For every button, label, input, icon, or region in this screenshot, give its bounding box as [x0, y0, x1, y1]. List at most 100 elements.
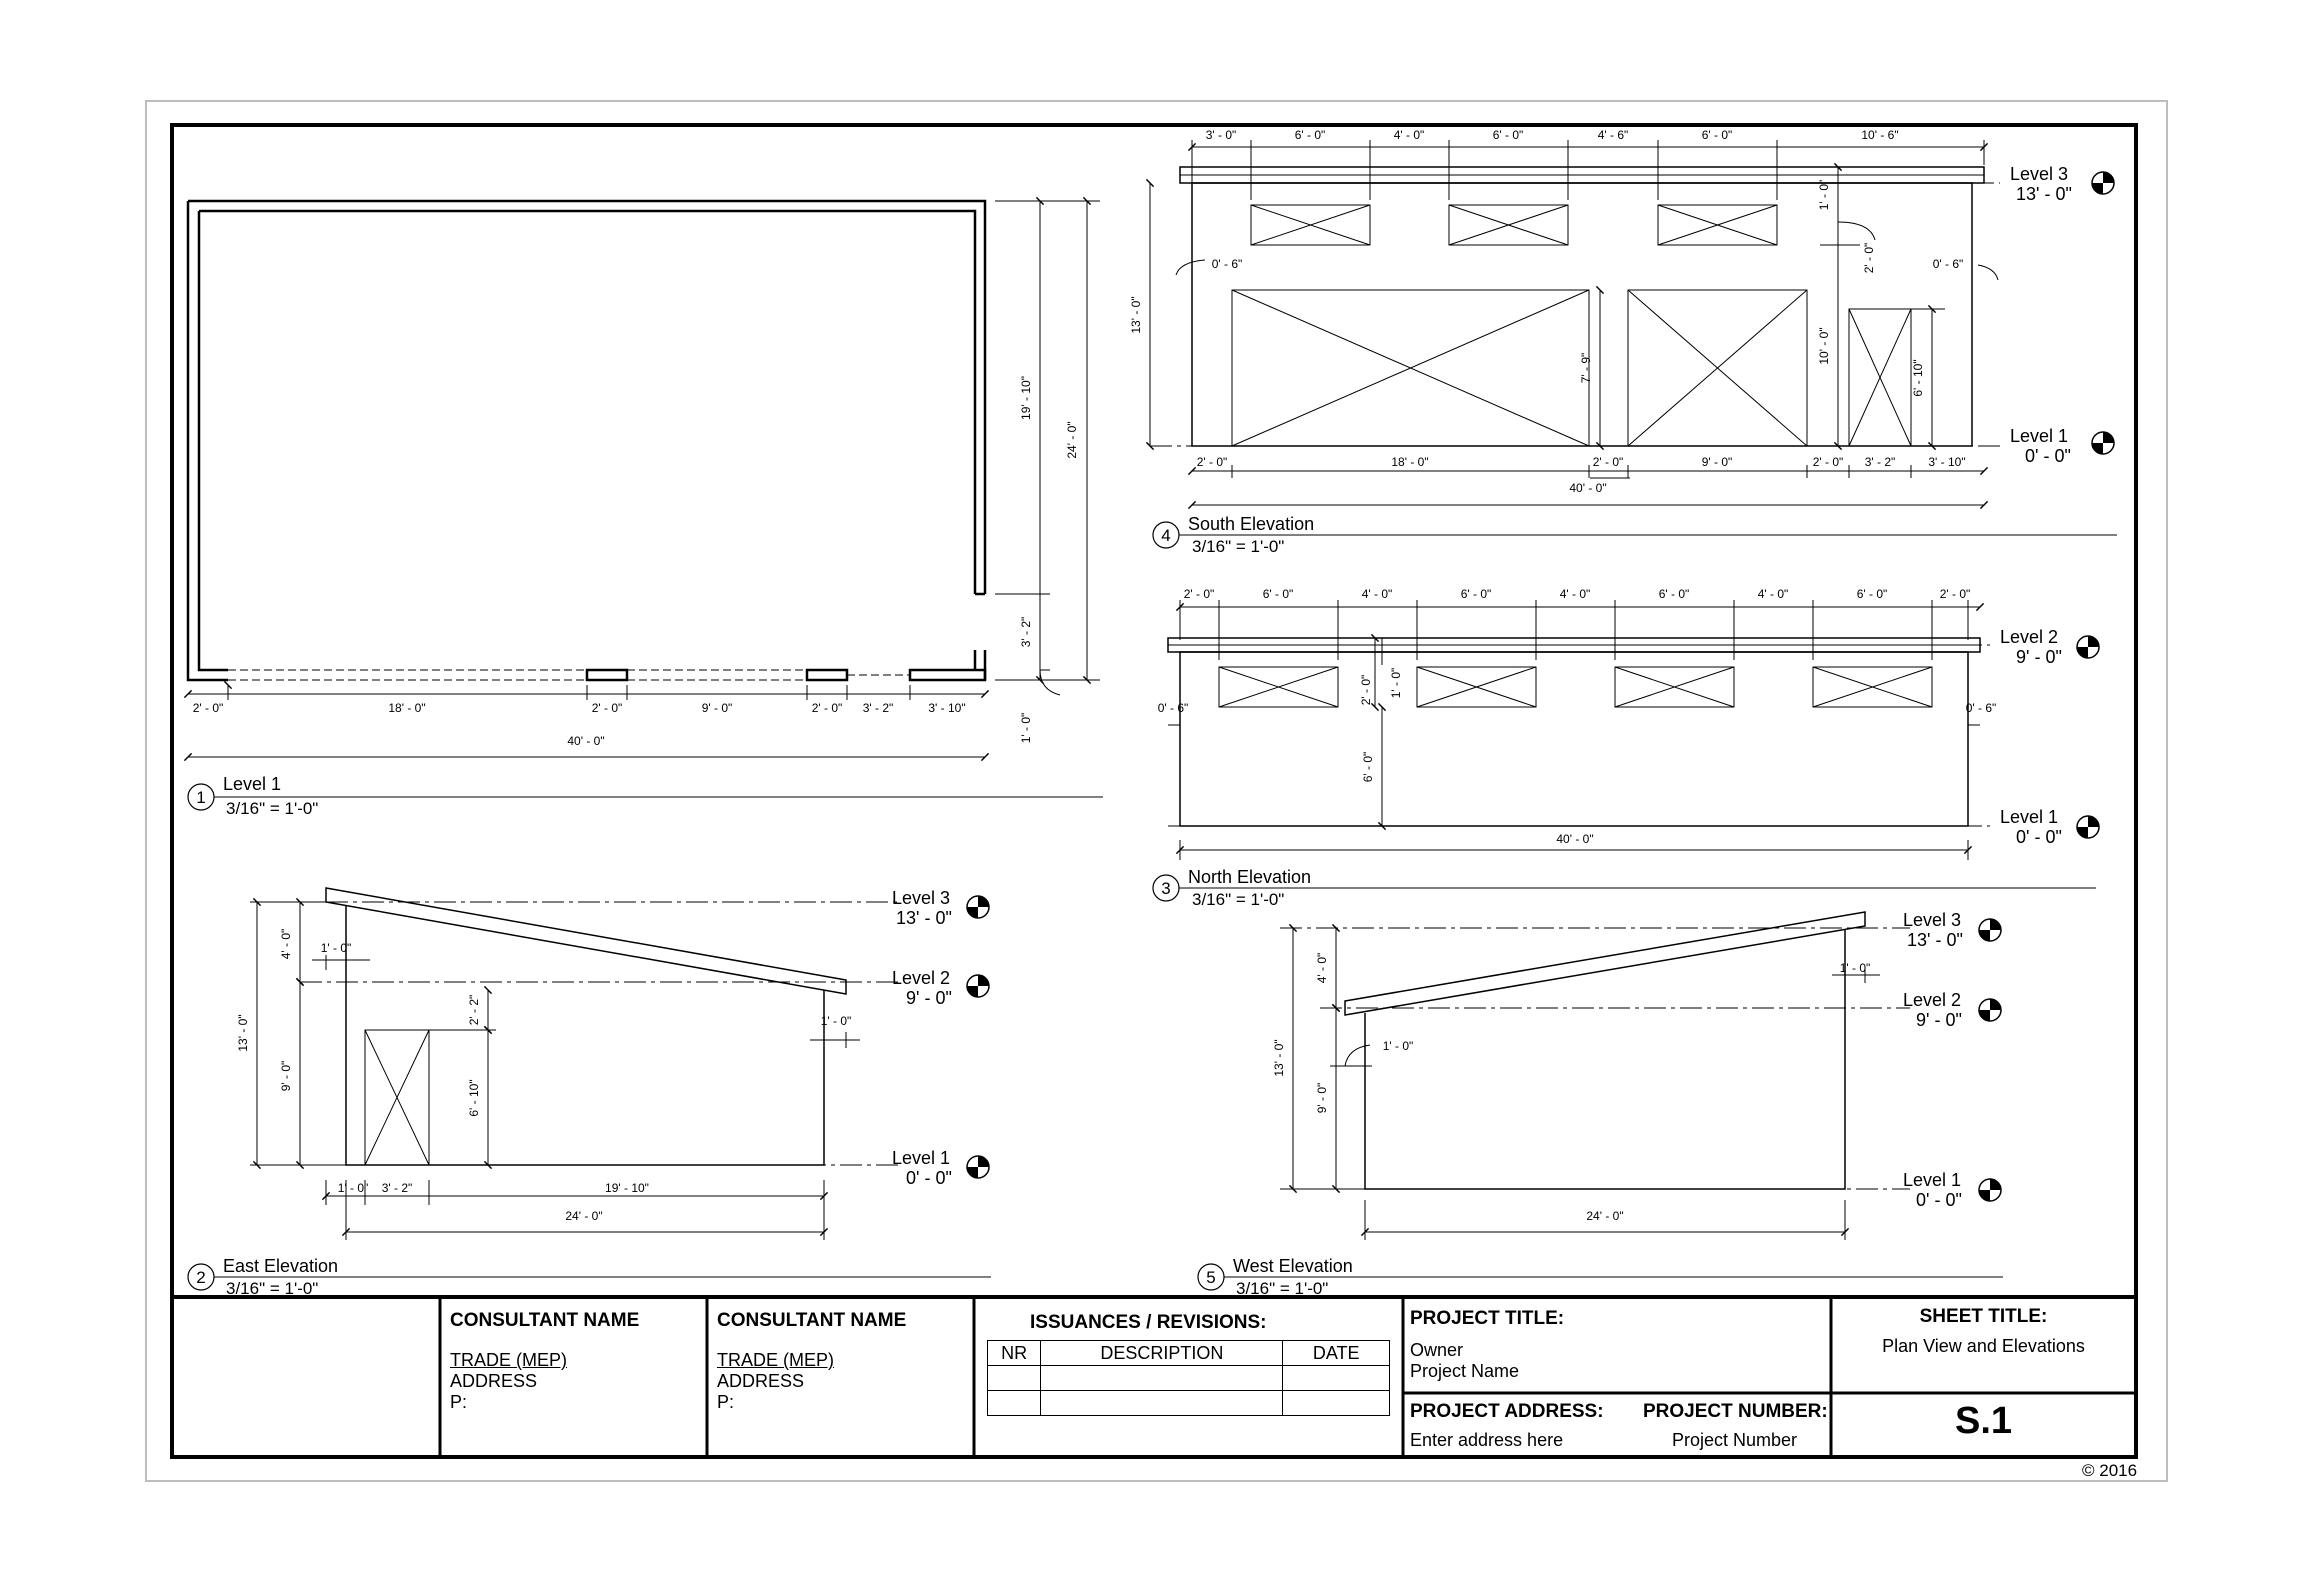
south-dim-top-1: 6' - 0"	[1295, 128, 1326, 142]
south-level-3-target	[2091, 171, 2115, 195]
south-dim-bottom-6: 3' - 10"	[1928, 455, 1965, 469]
west-view-title: 5 West Elevation 3/16" = 1'-0"	[1197, 1256, 2003, 1298]
east-level-2-elev: 9' - 0"	[906, 988, 952, 1008]
plan-view-name: Level 1	[223, 774, 281, 794]
west-dim-roof-left: 1' - 0"	[1383, 1039, 1414, 1053]
south-dim-overall-h: 13' - 0"	[1129, 296, 1143, 333]
consultant-1-name: CONSULTANT NAME	[450, 1310, 640, 1331]
north-dim-text: 2' - 0" 6' - 0" 4' - 0" 6' - 0" 4' - 0" …	[1158, 587, 1997, 846]
plan-view-title: 1 Level 1 3/16" = 1'-0"	[187, 774, 1103, 818]
plan-dim-overall: 40' - 0"	[567, 734, 604, 748]
plan-view	[186, 199, 987, 682]
east-dim-overall-w: 24' - 0"	[565, 1209, 602, 1223]
revisions-row	[986, 1390, 1390, 1416]
south-level-3-elev: 13' - 0"	[2016, 184, 2072, 204]
north-level-1-target	[2076, 815, 2100, 839]
plan-dim-bottom-1: 18' - 0"	[388, 701, 425, 715]
south-level-1-name: Level 1	[2010, 426, 2068, 446]
drawing-border	[170, 123, 2138, 1459]
north-dim-top-6: 4' - 0"	[1758, 587, 1789, 601]
east-dim-roof-right: 1' - 0"	[821, 1014, 852, 1028]
south-dim-top-3: 6' - 0"	[1493, 128, 1524, 142]
project-number-label: PROJECT NUMBER:	[1643, 1401, 1828, 1422]
east-view-name: East Elevation	[223, 1256, 338, 1276]
north-dim-right-offset: 0' - 6"	[1966, 701, 1997, 715]
west-dim-roof-right: 1' - 0"	[1840, 961, 1871, 975]
west-dim-lower-h: 9' - 0"	[1315, 1083, 1329, 1114]
plan-dim-bottom-5: 3' - 2"	[863, 701, 894, 715]
north-dim-top-8: 2' - 0"	[1940, 587, 1971, 601]
consultant-1-address: ADDRESS	[450, 1371, 538, 1391]
revisions-title: ISSUANCES / REVISIONS:	[1030, 1312, 1267, 1333]
south-dim-top-5: 6' - 0"	[1702, 128, 1733, 142]
east-view-title: 2 East Elevation 3/16" = 1'-0"	[187, 1256, 991, 1298]
north-dim-top-4: 4' - 0"	[1560, 587, 1591, 601]
south-dim-bottom-5: 3' - 2"	[1865, 455, 1896, 469]
plan-wall-outer	[186, 199, 987, 682]
sheet-outer-border	[145, 100, 2168, 1482]
north-view-title: 3 North Elevation 3/16" = 1'-0"	[1152, 867, 2096, 909]
south-view-title: 4 South Elevation 3/16" = 1'-0"	[1152, 514, 2117, 556]
west-level-1-elev: 0' - 0"	[1916, 1190, 1962, 1210]
plan-wall-inner	[197, 209, 977, 672]
east-dimensions	[250, 897, 860, 1240]
north-dim-win-h: 2' - 0"	[1359, 675, 1373, 706]
consultant-2-name: CONSULTANT NAME	[717, 1310, 907, 1331]
north-view-name: North Elevation	[1188, 867, 1311, 887]
plan-dim-bottom-2: 2' - 0"	[592, 701, 623, 715]
south-level-1-target	[2091, 431, 2115, 455]
west-dim-overall-h: 13' - 0"	[1272, 1039, 1286, 1076]
north-wall	[1179, 651, 1969, 827]
south-dim-top-4: 4' - 6"	[1598, 128, 1629, 142]
east-level-3-target	[966, 895, 990, 919]
south-door-3	[1848, 308, 1912, 447]
south-level-markers: Level 3 13' - 0" Level 1 0' - 0"	[2010, 164, 2115, 466]
north-dimensions	[1168, 600, 1985, 860]
south-dim-right-offset: 0' - 6"	[1933, 257, 1964, 271]
north-level-2-name: Level 2	[2000, 627, 2058, 647]
west-elevation	[1280, 911, 1910, 1190]
east-level-3-elev: 13' - 0"	[896, 908, 952, 928]
revisions-header-row: NR DESCRIPTION DATE	[986, 1340, 1390, 1366]
sheet-title: Plan View and Elevations	[1882, 1336, 2085, 1356]
plan-dim-right-inner: 19' - 10"	[1019, 376, 1033, 420]
north-dim-roof: 1' - 0"	[1389, 668, 1403, 699]
south-window-2	[1448, 204, 1569, 246]
consultant-2: CONSULTANT NAME TRADE (MEP) ADDRESS P:	[717, 1310, 967, 1413]
north-window-3	[1614, 666, 1735, 708]
project-owner: Owner	[1410, 1340, 1464, 1360]
consultant-2-address: ADDRESS	[717, 1371, 805, 1391]
north-dim-overall: 40' - 0"	[1556, 832, 1593, 846]
project-title-cell: PROJECT TITLE: Owner Project Name	[1410, 1308, 1820, 1382]
north-dim-top-1: 6' - 0"	[1263, 587, 1294, 601]
project-address-label: PROJECT ADDRESS:	[1410, 1401, 1604, 1422]
revisions-col-date: DATE	[1282, 1340, 1390, 1366]
south-dim-top-0: 3' - 0"	[1206, 128, 1237, 142]
south-level-1-elev: 0' - 0"	[2025, 446, 2071, 466]
south-door-1	[1231, 289, 1590, 447]
north-level-2-elev: 9' - 0"	[2016, 647, 2062, 667]
consultant-2-trade: TRADE (MEP)	[717, 1350, 834, 1370]
plan-dim-right-overall: 24' - 0"	[1065, 421, 1079, 458]
north-dim-top-0: 2' - 0"	[1184, 587, 1215, 601]
south-elevation	[1150, 166, 2000, 447]
east-elevation	[300, 887, 900, 1166]
south-dim-bottom-0: 2' - 0"	[1197, 455, 1228, 469]
east-dim-bottom-0: 1' - 0"	[338, 1181, 369, 1195]
east-dim-lower-h: 9' - 0"	[279, 1061, 293, 1092]
plan-dimensions	[183, 196, 1100, 762]
east-dim-door-top: 2' - 2"	[467, 995, 481, 1026]
east-view-number: 2	[196, 1268, 205, 1287]
revisions-col-desc: DESCRIPTION	[1040, 1340, 1284, 1366]
south-dim-door3-h: 6' - 10"	[1911, 359, 1925, 396]
sheet-title-label: SHEET TITLE:	[1919, 1306, 2048, 1327]
east-dim-bottom-1: 3' - 2"	[382, 1181, 413, 1195]
consultant-1-phone: P:	[450, 1392, 468, 1412]
west-level-2-elev: 9' - 0"	[1916, 1010, 1962, 1030]
consultant-2-phone: P:	[717, 1392, 735, 1412]
south-dim-text: 3' - 0" 6' - 0" 4' - 0" 6' - 0" 4' - 6" …	[1129, 128, 1966, 495]
west-level-markers: Level 3 13' - 0" Level 2 9' - 0" Level 1…	[1903, 910, 2002, 1210]
south-dim-top-6: 10' - 6"	[1861, 128, 1898, 142]
east-level-1-name: Level 1	[892, 1148, 950, 1168]
east-dim-door-h: 6' - 10"	[467, 1079, 481, 1116]
